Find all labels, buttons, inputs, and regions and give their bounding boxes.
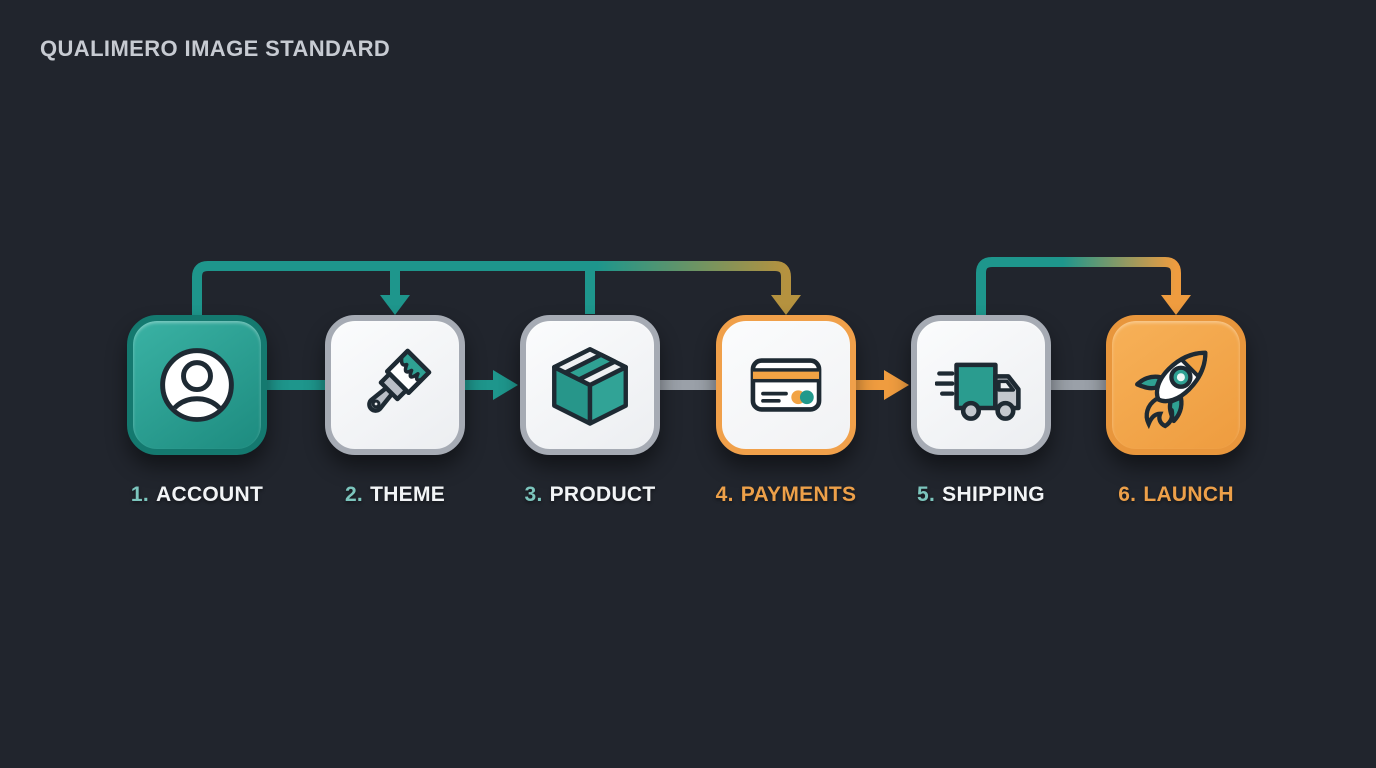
step-label-launch: 6. LAUNCH [1076,483,1276,507]
step-label-text: SHIPPING [942,483,1045,506]
step-label-theme: 2. THEME [295,483,495,507]
step-label-text: PAYMENTS [740,483,857,506]
step-label-text: ACCOUNT [156,483,264,506]
paintbrush-icon [367,348,432,413]
step-node-launch [1106,315,1246,455]
step-number: 4. [715,483,734,506]
step-node-shipping [911,315,1051,455]
step-number: 1. [130,483,150,506]
top-connector-account-to-payments [192,261,801,318]
step-label-text: PRODUCT [549,483,656,506]
package-box-icon [552,347,628,426]
step-number: 3. [524,483,543,506]
top-connector-shipping-to-launch [976,257,1191,318]
page-title: QUALIMERO IMAGE STANDARD [40,36,391,61]
step-label-text: THEME [370,483,446,506]
rocket-icon [1135,350,1208,430]
step-number: 5. [917,483,936,506]
step-label-text: LAUNCH [1143,483,1234,506]
user-icon [160,348,234,422]
step-number: 2. [344,483,364,506]
credit-card-icon [750,358,822,412]
mid-connector-payments-shipping-arrow [856,370,909,400]
step-label-account: 1. ACCOUNT [97,483,297,507]
step-label-product: 3. PRODUCT [490,483,690,507]
delivery-truck-icon [935,362,1021,421]
step-label-payments: 4. PAYMENTS [686,483,886,507]
step-node-account [127,315,267,455]
step-node-theme [325,315,465,455]
step-node-product [520,315,660,455]
step-number: 6. [1118,483,1137,506]
step-node-payments [716,315,856,455]
step-label-shipping: 5. SHIPPING [881,483,1081,507]
mid-connector-theme-product-arrow [465,370,518,400]
